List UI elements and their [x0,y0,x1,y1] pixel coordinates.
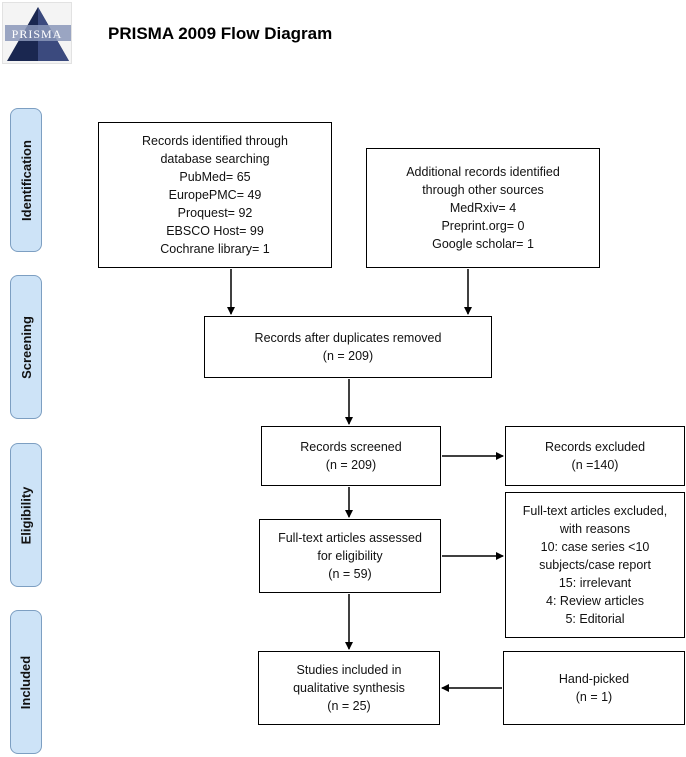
stage-included-label: Included [18,655,34,709]
box-line: Additional records identified [406,165,560,179]
box-line: Google scholar= 1 [432,237,534,251]
other-sources-box: Additional records identified through ot… [366,148,600,268]
stage-identification: Identification [10,108,42,252]
box-line: Full-text articles assessed [278,531,422,545]
records-excluded-box: Records excluded (n =140) [505,426,685,486]
database-search-box: Records identified through database sear… [98,122,332,268]
stage-eligibility-label: Eligibility [18,486,34,544]
box-line: (n = 59) [328,567,372,581]
box-line: Proquest= 92 [177,206,253,220]
box-line: Records screened [300,440,402,454]
prisma-logo-graphic [3,3,71,63]
box-line: 15: irrelevant [558,576,632,590]
logo-text: PRISMA [11,27,63,41]
studies-included-box: Studies included in qualitative synthesi… [258,651,440,725]
box-line: qualitative synthesis [293,681,405,695]
hand-picked-box: Hand-picked (n = 1) [503,651,685,725]
fulltext-excluded-box: Full-text articles excluded, with reason… [505,492,685,638]
box-line: (n = 1) [575,690,613,704]
box-line: MedRxiv= 4 [449,201,517,215]
stage-included: Included [10,610,42,754]
box-line: Hand-picked [558,672,630,686]
box-line: 10: case series <10 [540,540,650,554]
box-line: with reasons [559,522,631,536]
stage-screening: Screening [10,275,42,419]
box-line: EBSCO Host= 99 [166,224,264,238]
box-line: 5: Editorial [565,612,625,626]
box-line: Cochrane library= 1 [160,242,270,256]
page-title: PRISMA 2009 Flow Diagram [108,24,333,43]
box-line: (n = 25) [327,699,371,713]
box-line: (n =140) [571,458,619,472]
stage-eligibility: Eligibility [10,443,42,587]
box-line: Records identified through [142,134,288,148]
box-line: Preprint.org= 0 [441,219,525,233]
fulltext-assessed-box: Full-text articles assessed for eligibil… [259,519,441,593]
records-screened-box: Records screened (n = 209) [261,426,441,486]
box-line: Full-text articles excluded, [522,504,668,518]
box-line: through other sources [422,183,544,197]
box-line: EuropePMC= 49 [168,188,262,202]
box-line: Studies included in [296,663,402,677]
box-line: (n = 209) [322,349,374,363]
box-line: for eligibility [317,549,383,563]
duplicates-removed-box: Records after duplicates removed (n = 20… [204,316,492,378]
box-line: Records after duplicates removed [254,331,442,345]
stage-screening-label: Screening [18,315,34,379]
box-line: subjects/case report [539,558,651,572]
box-line: (n = 209) [325,458,377,472]
prisma-logo: PRISMA [2,2,72,64]
box-line: 4: Review articles [546,594,644,608]
box-line: Records excluded [544,440,646,454]
stage-identification-label: Identification [18,139,34,221]
box-line: PubMed= 65 [179,170,251,184]
box-line: database searching [160,152,270,166]
